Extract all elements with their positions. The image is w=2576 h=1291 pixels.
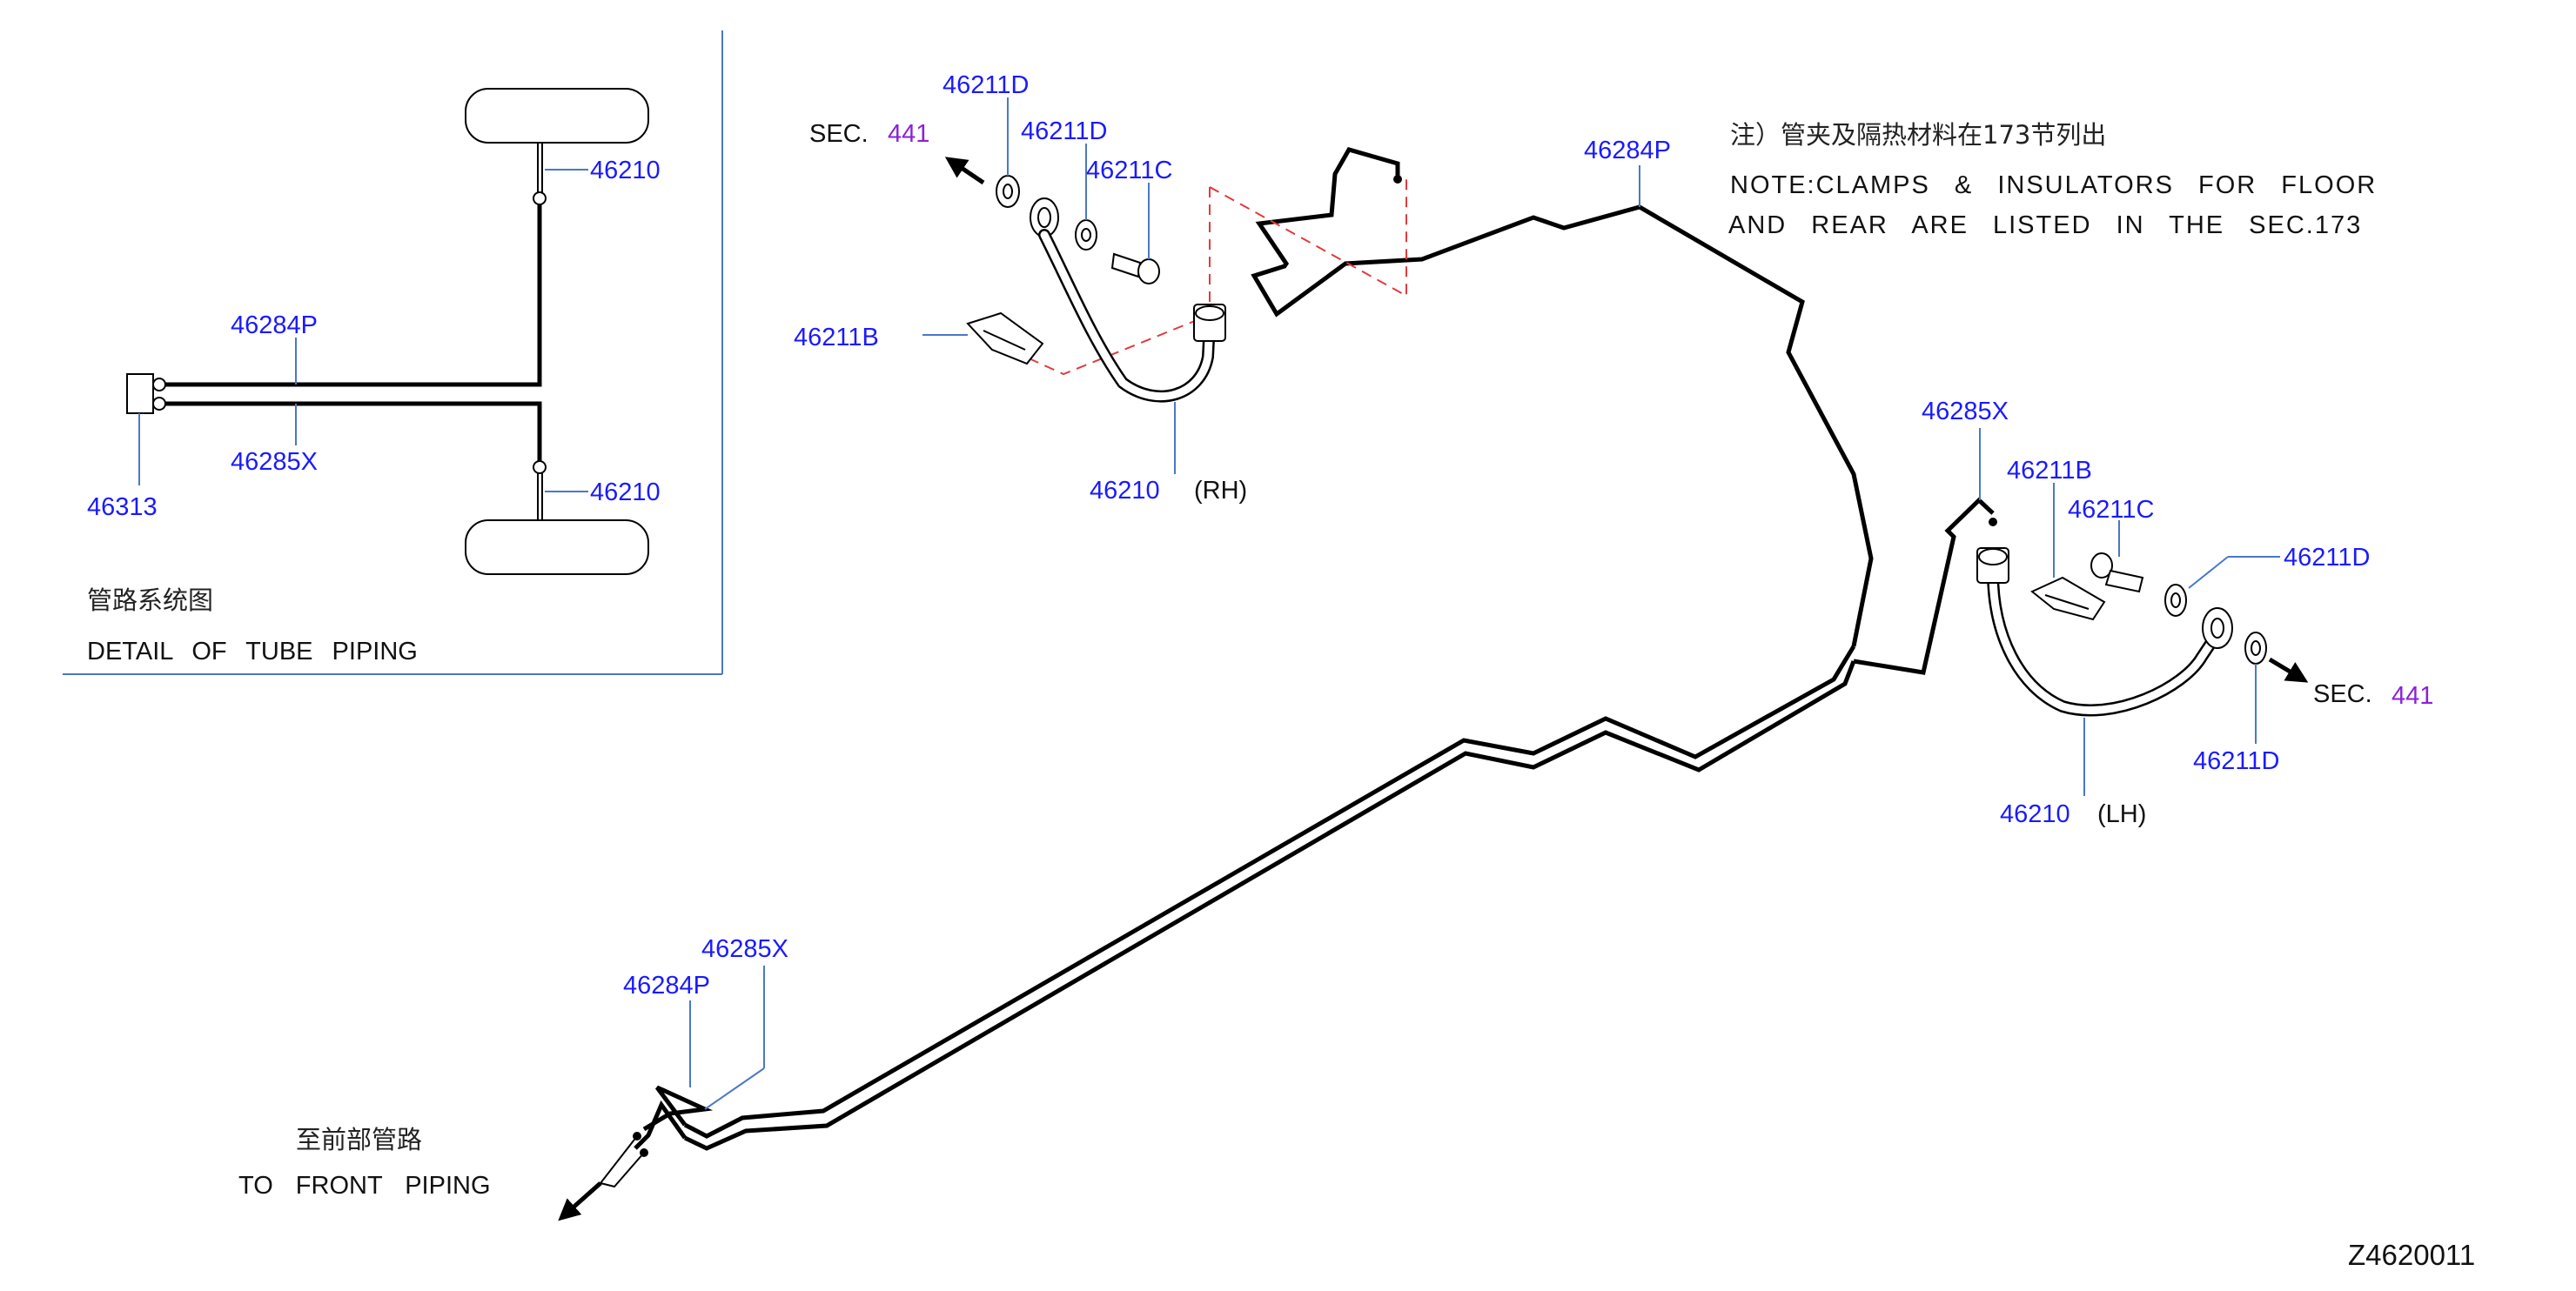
note-block: 注）管夹及隔热材料在173节列出 NOTE:CLAMPS & INSULATOR… <box>1728 120 2377 239</box>
detail-title-en: DETAIL OF TUBE PIPING <box>87 638 418 666</box>
front-bend-b <box>634 1100 688 1150</box>
front-piping-cn: 至前部管路 <box>296 1125 422 1154</box>
front-piping-en: TO FRONT PIPING <box>238 1172 491 1200</box>
tube-46284P-rh <box>1251 147 1874 647</box>
note-cn: 注）管夹及隔热材料在173节列出 <box>1730 120 2106 150</box>
front-direction-arrow <box>558 1181 602 1221</box>
rh-sec441-arrow <box>944 157 985 185</box>
label-46211B-rh: 46211B <box>794 324 879 351</box>
lh-sec-number[interactable]: 441 <box>2392 682 2433 710</box>
tube-46285X-main <box>683 660 1856 1151</box>
note-line-2: AND REAR ARE LISTED IN THE SEC.173 <box>1728 211 2362 239</box>
joint-top <box>533 191 547 205</box>
label-46313: 46313 <box>87 493 158 521</box>
lh-bolt-46211C <box>2090 552 2113 579</box>
label-46285X-lh: 46285X <box>1922 398 2009 425</box>
main-tube-route: 46284P 46285X 46285X 46284P 至前部管路 TO FRO… <box>238 137 2009 1221</box>
label-46284P-detail: 46284P <box>231 311 318 339</box>
label-lh-side: (LH) <box>2097 800 2146 828</box>
label-46211B-lh: 46211B <box>2007 457 2092 485</box>
connector-46313 <box>126 373 154 414</box>
detail-inset: 46210 46284P 46285X 46313 46210 管路系统图 DE… <box>63 30 723 675</box>
label-46211D-lh-b: 46211D <box>2193 747 2279 775</box>
label-46285X-front: 46285X <box>701 935 788 963</box>
tube-46285X-detail <box>165 401 542 461</box>
joint-bottom <box>533 460 547 474</box>
label-46211D-rh-a: 46211D <box>943 71 1029 99</box>
rh-clip-46211B <box>966 311 1044 365</box>
lh-sec-prefix: SEC. <box>2313 680 2372 708</box>
detail-title-cn: 管路系统图 <box>87 585 213 615</box>
label-46284P-top: 46284P <box>1584 137 1671 164</box>
label-46210-rh: 46210 <box>1090 477 1160 505</box>
tube-46284P-main <box>683 645 1856 1139</box>
label-46210-detail-top: 46210 <box>590 157 661 184</box>
tube-46284P-detail <box>165 204 542 387</box>
lh-sec441-arrow <box>2268 657 2309 683</box>
tube-46285X-lh <box>1853 497 1995 675</box>
label-46284P-front: 46284P <box>623 972 710 1000</box>
rh-bolt-46211C <box>1110 252 1142 278</box>
label-46211C-lh: 46211C <box>2068 496 2154 524</box>
rh-hose-assembly: SEC. 441 46211D 46211D 46211C 46211B 462… <box>794 71 1407 505</box>
lh-hose-assembly: 46211B 46211C 46211D SEC. 441 46211D 462… <box>1976 457 2433 828</box>
label-46210-lh: 46210 <box>2000 800 2070 828</box>
rh-sec-number[interactable]: 441 <box>888 120 929 148</box>
note-line-1: NOTE:CLAMPS & INSULATORS FOR FLOOR <box>1730 171 2377 199</box>
label-46211D-rh-b: 46211D <box>1021 117 1107 145</box>
rh-sec-prefix: SEC. <box>809 120 869 148</box>
diagram-id: Z4620011 <box>2348 1239 2475 1271</box>
label-46211D-lh-a: 46211D <box>2284 544 2370 572</box>
label-46285X-detail: 46285X <box>231 448 318 476</box>
rear-wheel-bottom <box>465 519 649 575</box>
rear-wheel-top <box>465 88 649 144</box>
label-rh-side: (RH) <box>1194 477 1247 505</box>
label-46210-detail-bottom: 46210 <box>590 478 661 506</box>
lh-clip-46211B <box>2030 576 2106 621</box>
rh-dashed-guide-b <box>1209 178 1407 298</box>
label-46211C-rh: 46211C <box>1086 157 1172 184</box>
